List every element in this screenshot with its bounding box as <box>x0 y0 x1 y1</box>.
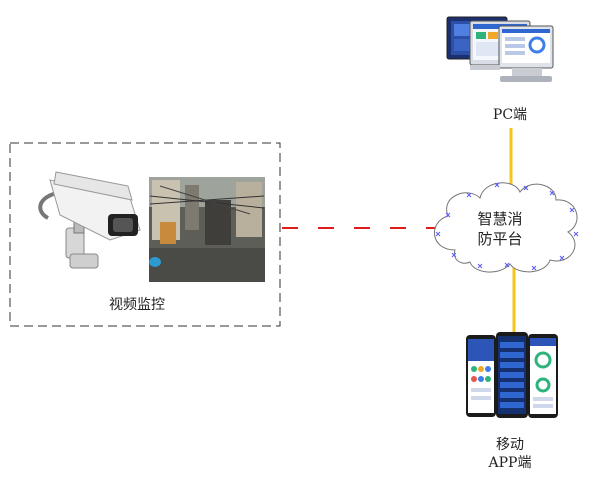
surveillance-scene-photo <box>149 177 265 282</box>
app-label-line2: APP端 <box>488 455 532 471</box>
platform-label: 智慧消 防平台 <box>464 209 536 249</box>
desktop-monitors-icon <box>446 16 554 82</box>
smartphones-icon <box>466 332 558 418</box>
cloud-icon <box>433 182 579 273</box>
pc-label: PC端 <box>492 107 528 123</box>
app-label-line1: 移动 <box>496 437 524 453</box>
platform-label-line1: 智慧消 <box>477 210 523 228</box>
camera-group-border <box>9 142 281 327</box>
app-label: 移动 APP端 <box>470 436 550 472</box>
cctv-camera-icon <box>38 171 141 269</box>
platform-label-line2: 防平台 <box>477 230 523 248</box>
camera-label: 视频监控 <box>109 297 165 313</box>
